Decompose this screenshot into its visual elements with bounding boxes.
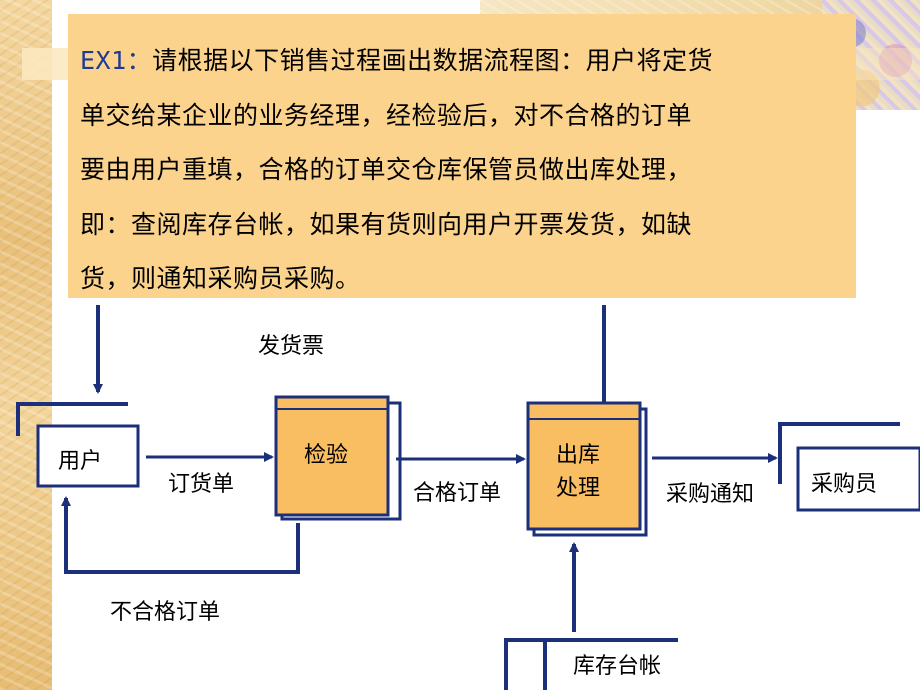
data-store-label: 库存台帐 — [573, 654, 662, 679]
problem-statement: EX1：请根据以下销售过程画出数据流程图：用户将定货 单交给某企业的业务经理，经… — [80, 34, 842, 307]
inspect-process-label: 检验 — [304, 443, 349, 468]
flow-invoice-label: 发货票 — [258, 334, 325, 359]
left-decorative-strip — [0, 0, 52, 690]
flow-qualified-order-label: 合格订单 — [413, 481, 502, 506]
buyer-entity-shadow — [778, 422, 900, 484]
flow-unqualified-order-line — [61, 496, 300, 574]
data-store-box — [504, 638, 678, 690]
buyer-entity-label: 采购员 — [811, 472, 878, 497]
flow-purchase-notice-label: 采购通知 — [666, 482, 755, 507]
problem-statement-panel: EX1：请根据以下销售过程画出数据流程图：用户将定货 单交给某企业的业务经理，经… — [68, 14, 856, 298]
outbound-process-label-line-1: 出库 — [556, 443, 601, 468]
buyer-entity-box — [796, 446, 920, 512]
outbound-process-label-line-2: 处理 — [556, 476, 601, 501]
problem-line-4: 即：查阅库存台帐，如果有货则向用户开票发货，如缺 — [80, 209, 693, 239]
user-entity-box — [36, 424, 140, 488]
problem-line-1: 请根据以下销售过程画出数据流程图：用户将定货 — [152, 46, 714, 75]
inspect-process-box — [274, 395, 390, 517]
outbound-process-box — [526, 401, 642, 531]
problem-line-2: 单交给某企业的业务经理，经检验后，对不合格的订单 — [80, 100, 693, 130]
exercise-label: EX1： — [80, 46, 153, 75]
user-entity-shadow — [16, 402, 128, 436]
problem-line-3: 要由用户重填，合格的订单交仓库保管员做出库处理， — [80, 155, 693, 184]
flow-order-label: 订货单 — [168, 472, 235, 497]
problem-line-5: 货，则通知采购员采购。 — [80, 264, 361, 293]
flow-unqualified-order-label: 不合格订单 — [110, 600, 221, 625]
user-entity-label: 用户 — [58, 449, 103, 474]
